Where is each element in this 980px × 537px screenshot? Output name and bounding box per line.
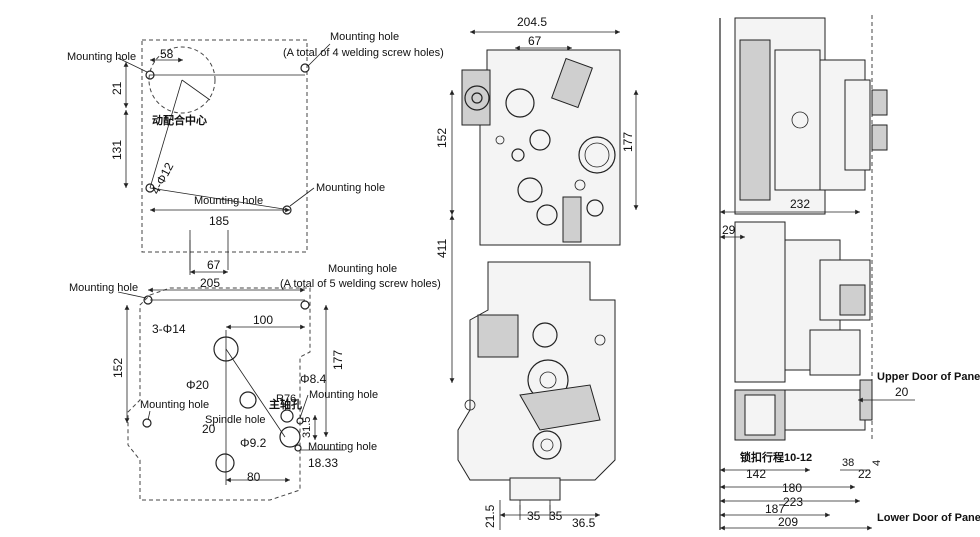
bottom-dia-8-4: Φ8.4	[300, 372, 327, 386]
mounting-hole-tl	[145, 70, 155, 80]
bottom-dim-80: 80	[247, 470, 261, 484]
spindle-hole-label: Spindle hole	[205, 414, 266, 426]
bottom-r76: R76	[276, 393, 296, 405]
top-dim-131: 131	[110, 140, 124, 160]
front-dim-35a: 35	[527, 509, 541, 523]
front-dim-204-5: 204.5	[517, 15, 547, 29]
bottom-dim-18-33: 18.33	[308, 456, 338, 470]
side-dim-232: 232	[790, 197, 810, 211]
side-dim-4: 4	[871, 460, 883, 466]
mounting-hole-bl	[145, 183, 155, 193]
top-mounting-hole-left-label: Mounting hole	[67, 51, 136, 63]
bottom-dim-31-5: 31.5	[301, 417, 313, 438]
bottom-mounting-hole-left-lower-label: Mounting hole	[140, 399, 209, 411]
front-lower-plate	[457, 261, 616, 481]
side-lower-body	[734, 221, 786, 383]
front-mechanism-view: 204.5 67 152 411 177 21.5 35 35 36.5	[435, 15, 639, 530]
front-dim-67: 67	[528, 34, 542, 48]
top-cutout-view: Mounting hole Mounting hole (A total of …	[67, 31, 444, 270]
side-dim-223: 223	[783, 495, 803, 509]
bottom-cutout-outline	[127, 287, 311, 501]
top-dim-21: 21	[110, 81, 124, 95]
spindle-hole-cn: 主轴孔	[269, 397, 302, 411]
front-dim-35b: 35	[549, 509, 563, 523]
bottom-dia-20: Φ20	[186, 378, 209, 392]
spindle-hole-circle	[279, 426, 301, 448]
top-dim-185: 185	[209, 214, 229, 228]
bottom-cutout-view: Mounting hole Mounting hole (A total of …	[69, 240, 441, 501]
side-lock-travel: 锁扣行程10-12	[740, 450, 812, 464]
side-dim-20: 20	[895, 385, 909, 399]
bottom-mounting-hole-right-label1: Mounting hole	[328, 263, 397, 275]
bottom-dia-9-2: Φ9.2	[240, 436, 267, 450]
top-dim-58: 58	[160, 47, 174, 61]
side-dim-180: 180	[782, 481, 802, 495]
bottom-mounting-hole-right-low-label: Mounting hole	[308, 441, 377, 453]
bottom-dim-100: 100	[253, 313, 273, 327]
bottom-dim-152: 152	[111, 358, 125, 378]
top-center-note: 动配合中心	[152, 113, 207, 127]
side-dim-22: 22	[858, 467, 872, 481]
bottom-mounting-hole-tr	[300, 300, 310, 310]
bottom-dim-205: 205	[200, 276, 220, 290]
side-dim-209: 209	[778, 515, 798, 529]
front-dim-177: 177	[621, 132, 635, 152]
bottom-dim-20: 20	[202, 422, 216, 436]
top-mounting-hole-mid-label: Mounting hole	[194, 195, 263, 207]
side-dim-38: 38	[842, 457, 854, 469]
top-mounting-hole-right-label1: Mounting hole	[330, 31, 399, 43]
bottom-dim-177: 177	[331, 350, 345, 370]
mounting-hole-tr	[300, 63, 310, 73]
bottom-mounting-hole-right-mid-label: Mounting hole	[309, 389, 378, 401]
bottom-dim-67: 67	[207, 258, 221, 272]
front-dim-152: 152	[435, 128, 449, 148]
front-dim-21-5: 21.5	[483, 504, 497, 528]
side-dim-187: 187	[765, 502, 785, 516]
side-dim-142: 142	[746, 467, 766, 481]
top-mounting-hole-right-label2: (A total of 4 welding screw holes)	[283, 47, 444, 59]
bottom-mounting-hole-ml	[142, 418, 152, 428]
drive-center-circle	[148, 46, 216, 114]
side-dim-29: 29	[722, 223, 736, 237]
bottom-mounting-hole-left-label: Mounting hole	[69, 282, 138, 294]
bottom-mounting-hole-right-label2: (A total of 5 welding screw holes)	[280, 278, 441, 290]
side-lower-door-label: Lower Door of Panel	[877, 512, 980, 524]
side-mechanism-view: 232 29 20 38 4 142 22 180 223 187 209 锁扣…	[719, 15, 980, 531]
bottom-hole-spec: 3-Φ14	[152, 322, 186, 336]
front-dim-411: 411	[435, 239, 449, 258]
top-cutout-outline	[141, 39, 308, 253]
front-dim-36-5: 36.5	[572, 516, 596, 530]
side-upper-door-label: Upper Door of Panel	[877, 371, 980, 383]
top-mounting-hole-lowright-label: Mounting hole	[316, 182, 385, 194]
